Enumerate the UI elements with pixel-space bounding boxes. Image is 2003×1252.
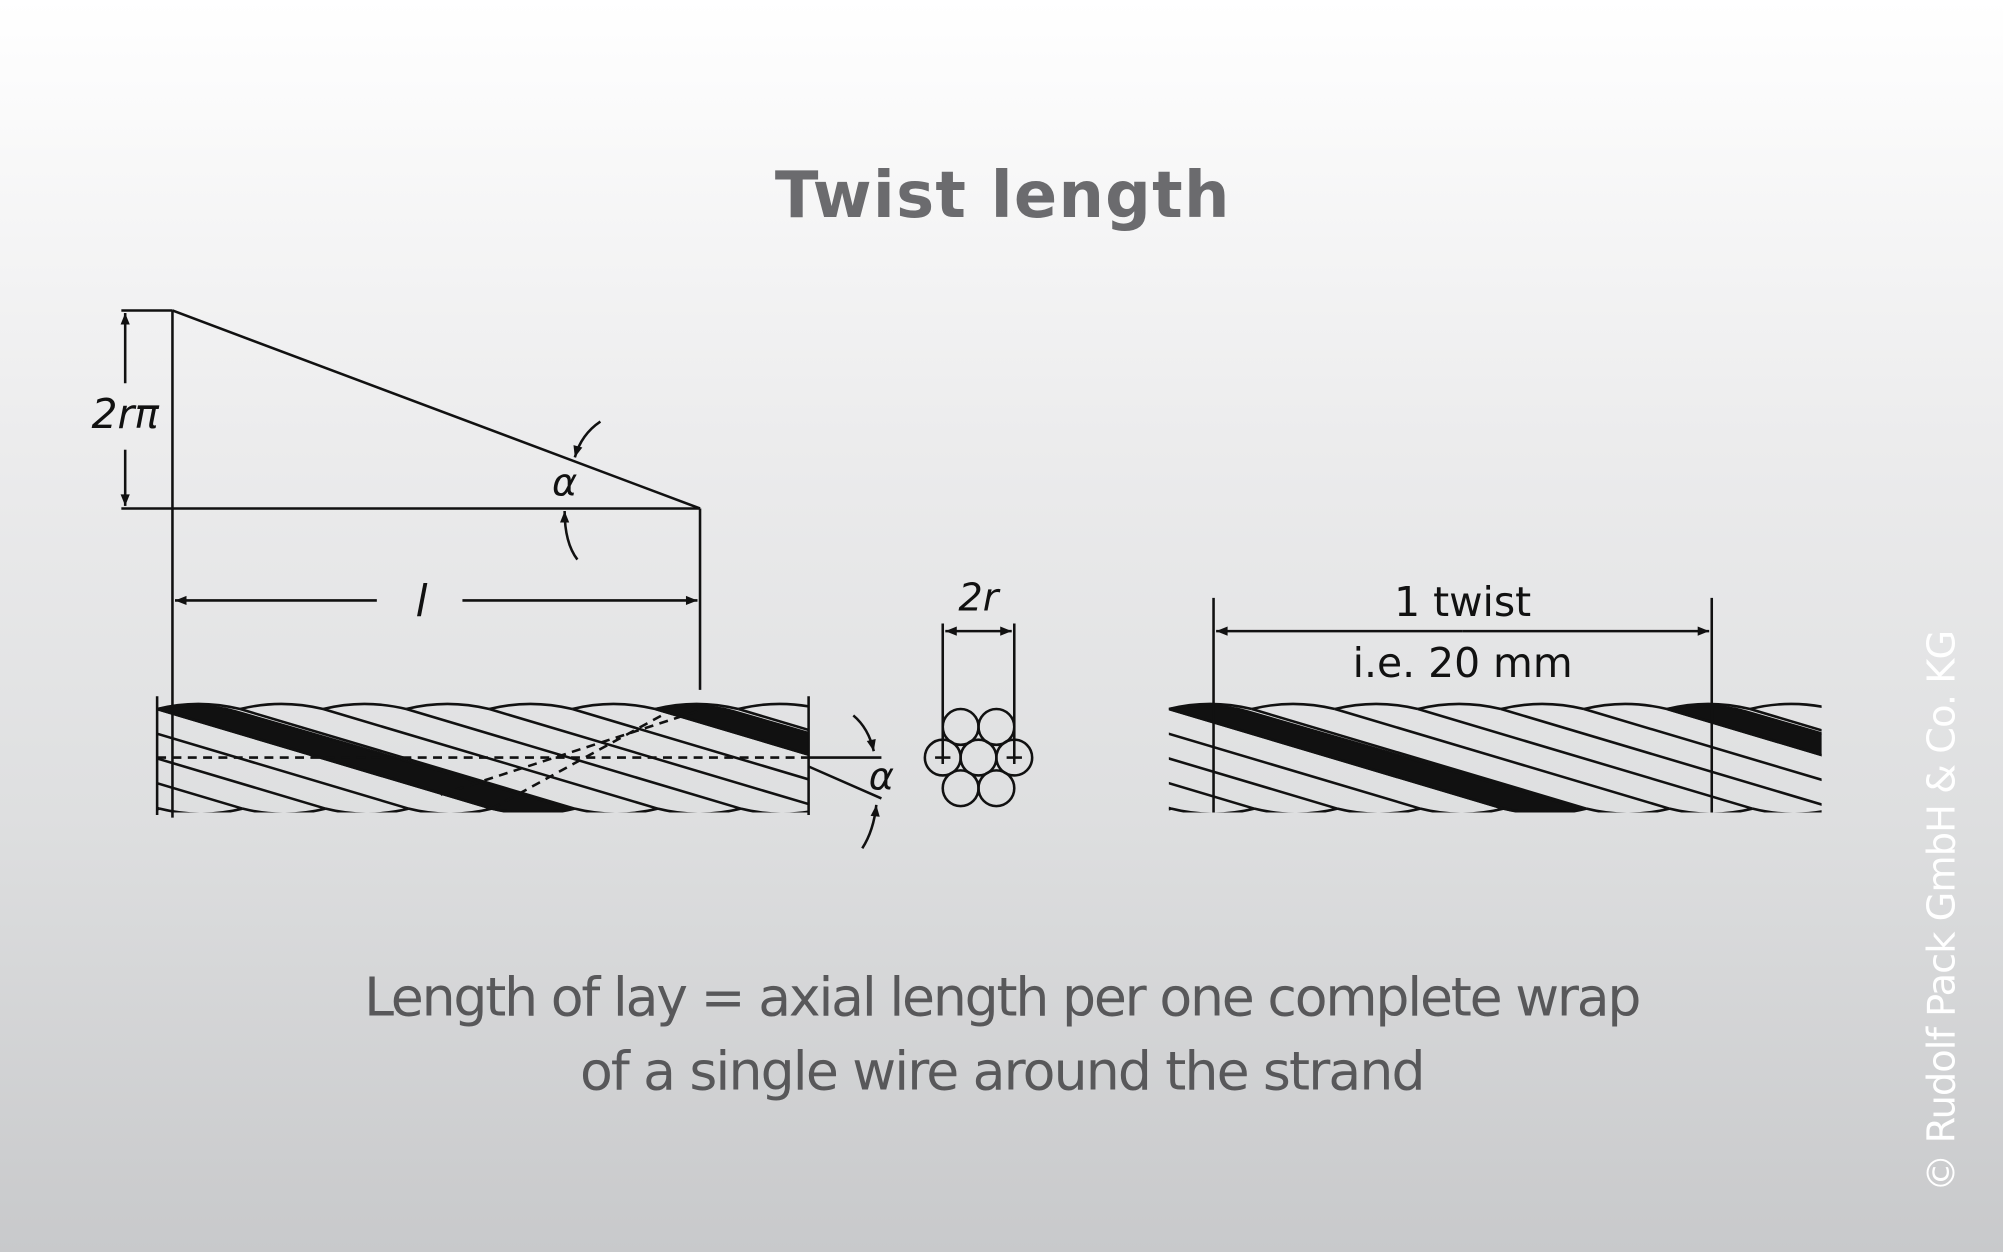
wire-crown-top [1833, 704, 1916, 709]
wire-crown-bottom [574, 807, 659, 813]
lay-length-label: l [416, 577, 428, 627]
twist-dimension [1212, 597, 1714, 813]
wire-crown-bottom [1586, 807, 1670, 813]
wire-line [1168, 757, 1338, 810]
wire-line [1500, 707, 1822, 806]
wire-crown-top [1999, 704, 2003, 709]
wire-crown-bottom [1669, 807, 1753, 813]
wire-crown-top [322, 702, 407, 711]
wire-line [157, 781, 244, 810]
wire-crown-top [1500, 702, 1585, 711]
wire-crown-bottom [1752, 807, 1822, 813]
wire-crown-top [837, 704, 920, 709]
wire-line [1833, 709, 2003, 809]
wire-crown-top [1168, 702, 1253, 711]
strand-side-view-right [837, 702, 2003, 814]
wire-crown-top [157, 702, 241, 711]
wire-crown-bottom [1420, 807, 1504, 813]
wire-crown-top [1749, 702, 1822, 711]
wire-crown-top [405, 702, 490, 711]
wire-crown-bottom [1836, 809, 1919, 814]
wire-crown-bottom [491, 807, 576, 813]
cross-section [923, 623, 1034, 808]
wire-crown-top [1666, 702, 1751, 711]
wire-crown-bottom [1073, 809, 1156, 814]
caption-line-2: of a single wire around the strand [580, 1040, 1426, 1103]
angle-label: α [552, 461, 577, 506]
wire-line [1251, 707, 1587, 810]
wire-line [0, 709, 77, 809]
lay-angle-triangle [120, 309, 702, 818]
wire-line [904, 709, 1239, 809]
wire-crown-top [1417, 702, 1502, 711]
wire-line [157, 806, 161, 810]
wire-line [1168, 781, 1255, 810]
title: Twist length [775, 159, 1231, 233]
wire-line [1749, 707, 1822, 732]
wire-crown-bottom [1171, 807, 1255, 813]
wire-crown-top [1168, 707, 1170, 710]
copyright: © Rudolf Pack GmbH & Co. KG [1919, 630, 1964, 1192]
wire-line [654, 707, 809, 757]
wire-line [157, 707, 493, 810]
circumference-label: 2rπ [91, 390, 160, 438]
wire-crown-bottom [907, 809, 990, 814]
wire-line [1417, 707, 1753, 810]
wire-crown-top [1070, 704, 1153, 709]
wire-crown-bottom [824, 809, 907, 814]
wire-crown-top [239, 702, 324, 711]
wire-crown-top [821, 704, 904, 709]
strand-side-view-left [0, 702, 1239, 814]
wire-crown-top [1334, 702, 1419, 711]
wire-crown-bottom [1254, 807, 1338, 813]
wire-crown-top [157, 707, 158, 710]
wire-crown-bottom [990, 809, 1073, 814]
wire-crown-top [571, 702, 656, 711]
wire-crown-bottom [740, 807, 809, 813]
highlighted-wire [654, 704, 809, 757]
twist-label: 1 twist [1394, 578, 1531, 626]
wire-line [1168, 707, 1504, 810]
wire-crown-top [655, 702, 739, 711]
wire-crown-top [1251, 702, 1336, 711]
wire-line [1999, 709, 2003, 809]
wire-crown-bottom [1503, 807, 1587, 813]
wire-line [1583, 707, 1822, 782]
wire-crown-bottom [657, 807, 742, 813]
wire-crown-top [0, 704, 74, 709]
wire-crown-top [488, 702, 573, 711]
wire-crown-bottom [1168, 807, 1172, 811]
wire-crown-bottom [408, 807, 493, 813]
wire-line [1168, 732, 1421, 810]
wire-crown-bottom [157, 807, 160, 811]
caption-line-1: Length of lay = axial length per one com… [364, 966, 1641, 1029]
wire-crown-bottom [1337, 807, 1421, 813]
wire-crown-top [738, 702, 809, 711]
rope-end-marks-left [155, 696, 882, 849]
angle-label-rope: α [869, 755, 894, 800]
wire-crown-bottom [1156, 809, 1239, 814]
wire-crown-bottom [325, 807, 410, 813]
wire-crown-bottom [242, 807, 327, 813]
wire-line [737, 707, 809, 732]
diameter-label: 2r [958, 576, 1000, 621]
wire-crown-top [1583, 702, 1668, 711]
wire-crown-top [904, 704, 987, 709]
wire-crown-bottom [159, 807, 244, 813]
wire-line [1334, 707, 1670, 810]
twist-example-label: i.e. 20 mm [1353, 639, 1573, 687]
wire-line [322, 707, 659, 810]
wire-line [1666, 707, 1822, 757]
